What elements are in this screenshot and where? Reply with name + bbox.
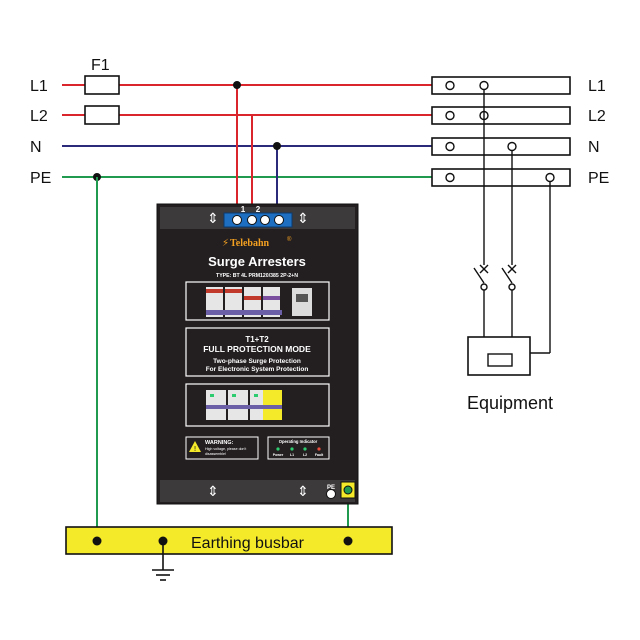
indicator-label-fault: Fault bbox=[315, 453, 324, 457]
indicator-label-l1: L1 bbox=[290, 453, 294, 457]
device-title: Surge Arresters bbox=[208, 254, 306, 269]
fuse-l2 bbox=[84, 105, 120, 125]
junction-n bbox=[273, 142, 281, 150]
left-label-l2: L2 bbox=[30, 108, 48, 125]
module-panel-bottom bbox=[185, 383, 330, 427]
svg-text:⇕: ⇕ bbox=[207, 484, 219, 500]
earthing-busbar bbox=[65, 526, 393, 555]
right-label-l1: L1 bbox=[588, 78, 606, 95]
terminal-number-2: 2 bbox=[256, 205, 261, 214]
brand-name: Telebahn bbox=[230, 238, 270, 249]
right-label-pe: PE bbox=[588, 170, 609, 187]
right-terminal-block bbox=[431, 76, 571, 187]
brand-registered: ® bbox=[287, 236, 292, 243]
svg-text:⇕: ⇕ bbox=[207, 211, 219, 227]
device-feed-wires bbox=[236, 85, 278, 212]
description-line-1: Two-phase Surge Protection bbox=[213, 358, 301, 365]
mode-line-2: FULL PROTECTION MODE bbox=[203, 344, 311, 354]
fault-led-icon bbox=[317, 447, 321, 451]
bottom-din-rail bbox=[160, 480, 355, 502]
indicator-title: Operating Indicator bbox=[279, 439, 318, 444]
busbar-label: Earthing busbar bbox=[191, 535, 305, 552]
input-terminal-block bbox=[223, 212, 293, 228]
ground-icon bbox=[152, 541, 174, 581]
right-label-l2: L2 bbox=[588, 108, 606, 125]
module-panel-top bbox=[185, 281, 330, 321]
warning-line-1: High voltage, please don't bbox=[205, 447, 246, 451]
mode-line-1: T1+T2 bbox=[245, 335, 269, 344]
junction-l1 bbox=[233, 81, 241, 89]
warning-line-2: disassemble! bbox=[205, 452, 226, 456]
indicator-label-power: Power bbox=[273, 453, 284, 457]
mode-panel bbox=[185, 327, 330, 377]
description-line-2: For Electronic System Protection bbox=[206, 366, 309, 373]
right-label-n: N bbox=[588, 139, 600, 156]
operating-indicator-box bbox=[267, 436, 330, 460]
brand-logo-icon: ⚡ bbox=[222, 238, 229, 249]
warning-title: WARNING: bbox=[205, 440, 234, 446]
left-label-n: N bbox=[30, 139, 42, 156]
svg-text:⇕: ⇕ bbox=[297, 211, 309, 227]
device-type: TYPE: BT 4L PRM120/385 2P-2+N bbox=[216, 273, 298, 279]
svg-text:!: ! bbox=[194, 445, 197, 453]
fuse-label: F1 bbox=[91, 57, 110, 74]
busbar-junction-left bbox=[92, 536, 102, 546]
device-pe-label: PE bbox=[327, 485, 335, 491]
power-led-icon bbox=[276, 447, 280, 451]
busbar-junction-right bbox=[343, 536, 353, 546]
l2-led-icon bbox=[303, 447, 307, 451]
left-label-l1: L1 bbox=[30, 78, 48, 95]
svg-text:⇕: ⇕ bbox=[297, 484, 309, 500]
l1-led-icon bbox=[290, 447, 294, 451]
terminal-number-1: 1 bbox=[241, 205, 246, 214]
equipment-wiring bbox=[473, 90, 551, 354]
indicator-label-l2: L2 bbox=[303, 453, 307, 457]
equipment-label: Equipment bbox=[467, 393, 553, 413]
warning-box: ! bbox=[185, 436, 259, 460]
fuse-f1 bbox=[84, 75, 120, 95]
pe-earth-icon bbox=[326, 489, 336, 499]
left-label-pe: PE bbox=[30, 170, 51, 187]
equipment-box bbox=[467, 336, 531, 376]
